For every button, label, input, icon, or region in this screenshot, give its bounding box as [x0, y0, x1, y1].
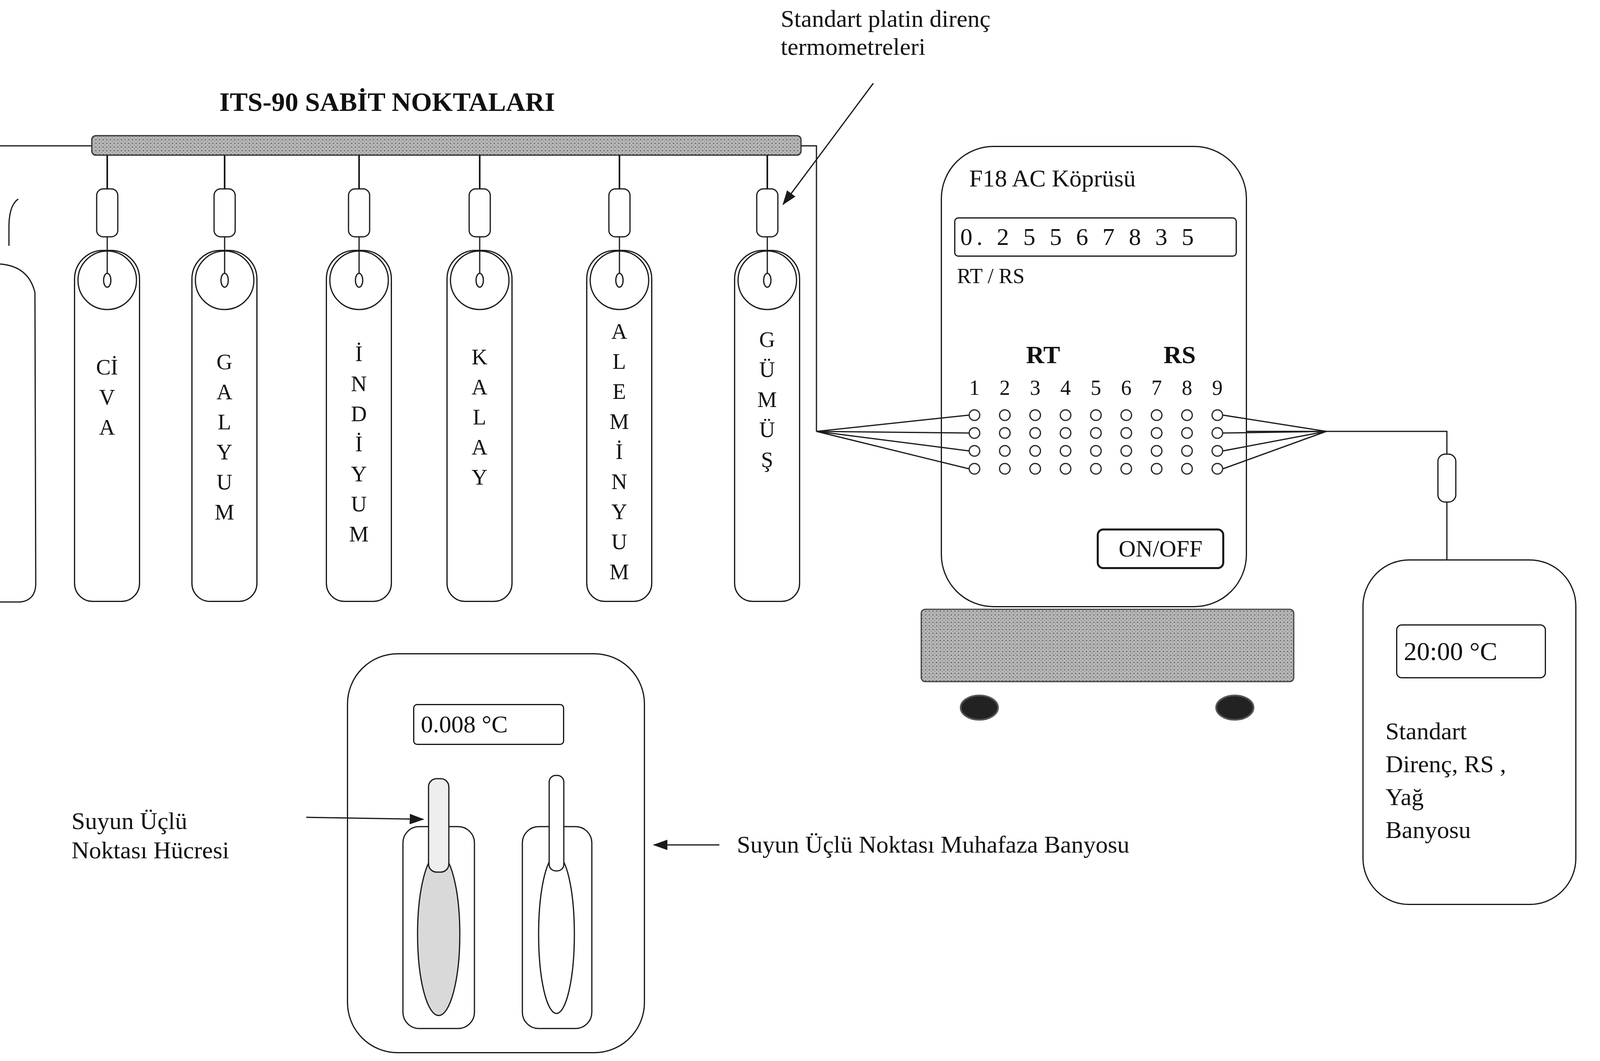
- terminal-number: 3: [1030, 375, 1041, 401]
- fixed-point-cell: GÜMÜŞ: [733, 249, 801, 602]
- wheel: [960, 695, 999, 720]
- fixed-point-cell: İNDİYUM: [325, 249, 392, 602]
- oil-bath: Standart Direnç, RS , Yağ Banyosu 20:00 °…: [1362, 559, 1577, 906]
- partial-cell: [0, 264, 36, 602]
- terminal-number: 8: [1181, 375, 1193, 401]
- cell-stem: [428, 778, 449, 873]
- cell-bulb: [538, 855, 575, 1014]
- cable: [0, 145, 92, 147]
- bath-label: Standart Direnç, RS , Yağ Banyosu: [1385, 714, 1514, 847]
- leader-arrow: [653, 844, 720, 846]
- thermometer: [77, 155, 137, 310]
- cell-name: İNDİYUM: [348, 338, 371, 550]
- thermometer: [195, 155, 254, 310]
- cell-stem: [549, 775, 564, 871]
- triple-point-bath: Suyun Üçlü Noktası Muhafaza Banyosu0.008…: [346, 653, 646, 1054]
- display-panel: 20:00 °C: [1396, 624, 1546, 679]
- cell-name: ALEMİNYUM: [608, 316, 631, 587]
- partial-thermometer: [8, 199, 19, 246]
- ratio-label: RT / RS: [956, 264, 1025, 289]
- power-button: ON/OFF: [1096, 528, 1225, 570]
- display-value: 0.008 °C: [420, 710, 508, 739]
- resistor-probe: [1437, 454, 1456, 503]
- fixed-point-cell: ALEMİNYUM: [586, 249, 653, 602]
- cell-name: GALYUM: [213, 346, 236, 528]
- device-title: F18 AC Köprüsü: [969, 164, 1136, 193]
- terminal-group-label: RS: [1163, 340, 1196, 370]
- cell-name: GÜMÜŞ: [756, 324, 779, 475]
- wire-fan: [816, 415, 969, 469]
- display-panel: 0.008 °C: [413, 703, 565, 745]
- fixed-point-cell: GALYUM: [191, 249, 258, 602]
- callout-label: Standart platin direnç termometreleri: [780, 4, 1025, 61]
- thermometer: [329, 155, 389, 310]
- cell-bulb: [417, 853, 460, 1016]
- button-label: ON/OFF: [1118, 535, 1203, 563]
- wire: [801, 145, 817, 432]
- terminal-number: 9: [1212, 375, 1223, 401]
- terminal-number: 6: [1121, 375, 1132, 401]
- cell-name: KALAY: [468, 342, 491, 493]
- display-value: 0. 2 5 5 6 7 8 3 5: [960, 223, 1198, 252]
- display-panel: 0. 2 5 5 6 7 8 3 5: [954, 217, 1237, 257]
- terminal-group-label: RT: [1026, 340, 1061, 370]
- thermometer: [450, 155, 509, 310]
- wire-connector: [1247, 431, 1447, 560]
- terminal-number: 2: [999, 375, 1011, 401]
- leader-arrow: [306, 817, 424, 820]
- diagram-title: ITS-90 SABİT NOKTALARI: [219, 86, 555, 118]
- terminal-number: 1: [969, 375, 980, 401]
- trolley: [921, 609, 1294, 682]
- thermometer: [738, 155, 797, 310]
- bath-label: Suyun Üçlü Noktası Muhafaza Banyosu: [736, 830, 1130, 859]
- fixed-point-cell: KALAY: [446, 249, 513, 602]
- fixed-point-cell: CİVA: [73, 249, 141, 602]
- thermometer-rack: [91, 135, 802, 156]
- display-value: 20:00 °C: [1403, 636, 1498, 667]
- leader-arrow: [783, 83, 874, 205]
- wire-fan: [1223, 415, 1327, 469]
- thermometer: [590, 155, 649, 310]
- cell-name: CİVA: [96, 352, 119, 443]
- wheel: [1216, 695, 1254, 720]
- ac-bridge: F18 AC Köprüsü RT / RS RT RS 123456789 0. 2 5…: [940, 145, 1248, 608]
- terminal-number: 5: [1090, 375, 1102, 401]
- terminal-number: 4: [1060, 375, 1071, 401]
- terminal-grid: [959, 406, 1233, 478]
- terminal-number: 7: [1151, 375, 1163, 401]
- callout-label: Suyun Üçlü Noktası Hücresi: [71, 806, 251, 865]
